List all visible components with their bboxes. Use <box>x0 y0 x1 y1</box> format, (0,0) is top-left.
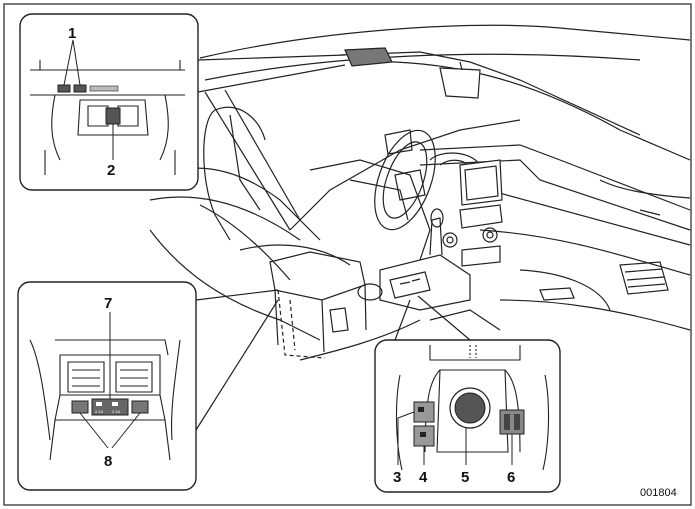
callout-4: 4 <box>419 469 428 486</box>
callout-8: 8 <box>104 453 112 470</box>
figure-id: 001804 <box>640 487 677 499</box>
callout-7: 7 <box>104 295 112 312</box>
inset-rear-console: 2.1A 2.1A 7 8 <box>17 281 279 491</box>
callout-5: 5 <box>461 469 469 486</box>
callout-1: 1 <box>68 25 76 42</box>
usb-label-right: 2.1A <box>112 409 121 414</box>
inset-front-console: 3 4 5 6 <box>374 295 561 493</box>
callout-3: 3 <box>393 469 401 486</box>
callout-2: 2 <box>107 162 115 179</box>
callout-6: 6 <box>507 469 515 486</box>
usb-label-left: 2.1A <box>95 409 104 414</box>
inset-overhead-console: 1 2 <box>19 13 346 191</box>
